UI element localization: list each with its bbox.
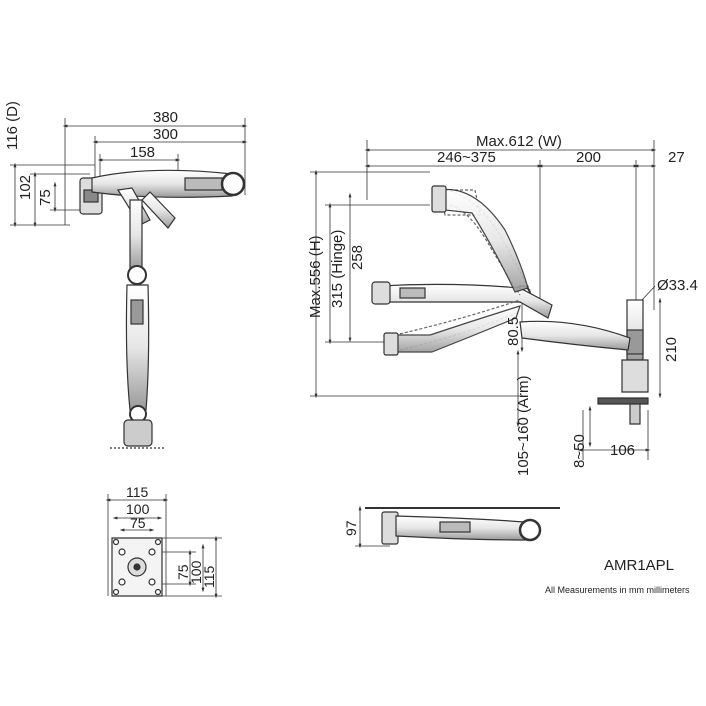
measurement-note: All Measurements in mm millimeters (545, 585, 690, 595)
dim-258: 258 (349, 245, 366, 270)
low-view (355, 505, 560, 549)
dim-380: 380 (153, 109, 178, 126)
dim-158: 158 (130, 144, 155, 161)
dim-97: 97 (343, 520, 359, 536)
dim-116-depth: 116 (D) (4, 101, 21, 150)
dim-vesa-w100: 100 (126, 501, 150, 517)
dim-vesa-h75: 75 (175, 564, 191, 580)
side-view-arm (371, 185, 649, 425)
dim-300: 300 (153, 126, 178, 143)
dim-vesa-h115: 115 (201, 565, 217, 588)
dim-max-height: Max.556 (H) (307, 235, 324, 318)
dim-75-top: 75 (37, 189, 54, 206)
dim-reach-range: 246~375 (437, 149, 496, 166)
dim-106: 106 (610, 442, 635, 459)
vesa-plate-shape (111, 537, 163, 597)
dim-80-5: 80.5 (505, 317, 522, 346)
top-view-arm (79, 169, 246, 449)
top-view (10, 118, 248, 228)
dim-vesa-w115: 115 (126, 484, 149, 500)
dim-200: 200 (576, 149, 601, 166)
dim-hinge: 315 (Hinge) (329, 230, 346, 308)
dim-max-width: Max.612 (W) (476, 133, 562, 150)
dim-27: 27 (668, 149, 685, 166)
dim-clamp-range: 8~50 (571, 434, 588, 468)
dim-arm-range: 105~160 (Arm) (515, 376, 532, 476)
dim-vesa-h100: 100 (188, 560, 204, 584)
model-number: AMR1APL (604, 557, 675, 574)
dim-pole-diameter: Ø33.4 (657, 277, 698, 294)
dim-210: 210 (663, 337, 680, 362)
side-view-dims (310, 140, 662, 460)
dim-vesa-w75: 75 (130, 515, 146, 531)
dim-102: 102 (17, 175, 34, 200)
